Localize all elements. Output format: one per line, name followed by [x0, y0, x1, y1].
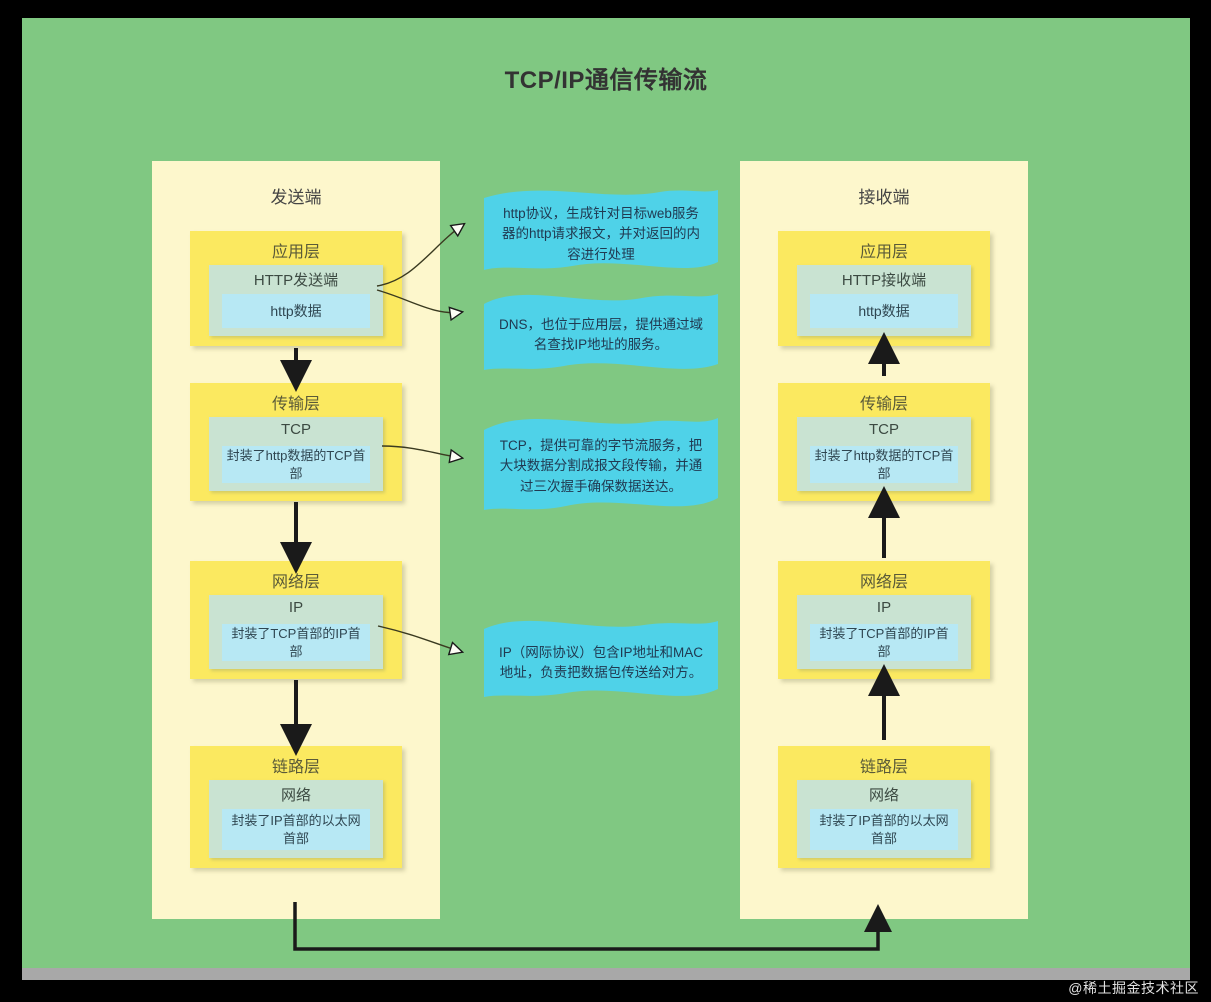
protocol-box: 网络 封装了IP首部的以太网首部 [209, 780, 383, 858]
protocol-box: HTTP接收端 http数据 [797, 265, 971, 336]
note-shape [484, 620, 718, 697]
protocol-box: TCP 封装了http数据的TCP首部 [797, 417, 971, 491]
protocol-box: HTTP发送端 http数据 [209, 265, 383, 336]
sender-layer-link: 链路层 网络 封装了IP首部的以太网首部 [190, 746, 402, 868]
note-shape [484, 294, 718, 370]
receiver-column: 接收端 应用层 HTTP接收端 http数据 传输层 TCP 封装了http数据… [740, 161, 1028, 919]
note-shape [484, 190, 718, 270]
protocol-name: 网络 [868, 787, 899, 804]
protocol-name: IP [288, 599, 304, 616]
protocol-name: TCP [869, 421, 899, 438]
protocol-box: TCP 封装了http数据的TCP首部 [209, 417, 383, 491]
receiver-layer-transport: 传输层 TCP 封装了http数据的TCP首部 [778, 383, 990, 501]
page-title: TCP/IP通信传输流 [504, 67, 708, 94]
note-http-protocol: http协议，生成针对目标web服务器的http请求报文，并对返回的内容进行处理 [484, 188, 718, 276]
note-tcp: TCP，提供可靠的字节流服务，把大块数据分割成报文段传输，并通过三次握手确保数据… [484, 414, 718, 518]
note-ip: IP（网际协议）包含IP地址和MAC地址，负责把数据包传送给对方。 [484, 615, 718, 705]
sender-layer-transport: 传输层 TCP 封装了http数据的TCP首部 [190, 383, 402, 501]
protocol-box: IP 封装了TCP首部的IP首部 [797, 595, 971, 669]
payload-box: 封装了http数据的TCP首部 [810, 446, 958, 483]
layer-name: 链路层 [859, 759, 908, 776]
protocol-name: 网络 [280, 787, 311, 804]
note-text: http协议，生成针对目标web服务器的http请求报文，并对返回的内容进行处理 [501, 206, 701, 262]
watermark: @稀土掘金技术社区 [1068, 980, 1199, 996]
receiver-layer-link: 链路层 网络 封装了IP首部的以太网首部 [778, 746, 990, 868]
diagram-canvas: TCP/IP通信传输流 发送端 应用层 HTTP发送端 http数据 传输层 T… [22, 18, 1190, 968]
receiver-layer-application: 应用层 HTTP接收端 http数据 [778, 231, 990, 346]
protocol-name: HTTP发送端 [253, 272, 339, 289]
protocol-box: IP 封装了TCP首部的IP首部 [209, 595, 383, 669]
note-text: DNS，也位于应用层，提供通过域名查找IP地址的服务。 [498, 317, 703, 353]
protocol-name: HTTP接收端 [841, 272, 927, 289]
layer-name: 网络层 [859, 574, 908, 591]
sender-title: 发送端 [270, 188, 322, 207]
note-text: IP（网际协议）包含IP地址和MAC地址，负责把数据包传送给对方。 [498, 645, 703, 681]
sender-layer-network: 网络层 IP 封装了TCP首部的IP首部 [190, 561, 402, 679]
layer-name: 传输层 [859, 396, 908, 413]
protocol-box: 网络 封装了IP首部的以太网首部 [797, 780, 971, 858]
payload-box: http数据 [810, 294, 958, 328]
payload-box: 封装了IP首部的以太网首部 [810, 809, 958, 850]
layer-name: 应用层 [859, 244, 908, 261]
note-shape [484, 418, 718, 510]
receiver-layer-network: 网络层 IP 封装了TCP首部的IP首部 [778, 561, 990, 679]
protocol-name: IP [876, 599, 892, 616]
protocol-name: TCP [281, 421, 311, 438]
layer-name: 网络层 [271, 574, 320, 591]
note-dns: DNS，也位于应用层，提供通过域名查找IP地址的服务。 [484, 286, 718, 376]
payload-box: http数据 [222, 294, 370, 328]
sender-layer-application: 应用层 HTTP发送端 http数据 [190, 231, 402, 346]
payload-box: 封装了TCP首部的IP首部 [810, 624, 958, 661]
payload-box: 封装了IP首部的以太网首部 [222, 809, 370, 850]
payload-box: 封装了TCP首部的IP首部 [222, 624, 370, 661]
note-text: TCP，提供可靠的字节流服务，把大块数据分割成报文段传输，并通过三次握手确保数据… [499, 438, 703, 494]
bottom-strip [22, 968, 1190, 980]
layer-name: 链路层 [271, 759, 320, 776]
layer-name: 应用层 [271, 244, 320, 261]
receiver-title: 接收端 [858, 188, 910, 207]
sender-column: 发送端 应用层 HTTP发送端 http数据 传输层 TCP 封装了http数据… [152, 161, 440, 919]
layer-name: 传输层 [271, 396, 320, 413]
payload-box: 封装了http数据的TCP首部 [222, 446, 370, 483]
